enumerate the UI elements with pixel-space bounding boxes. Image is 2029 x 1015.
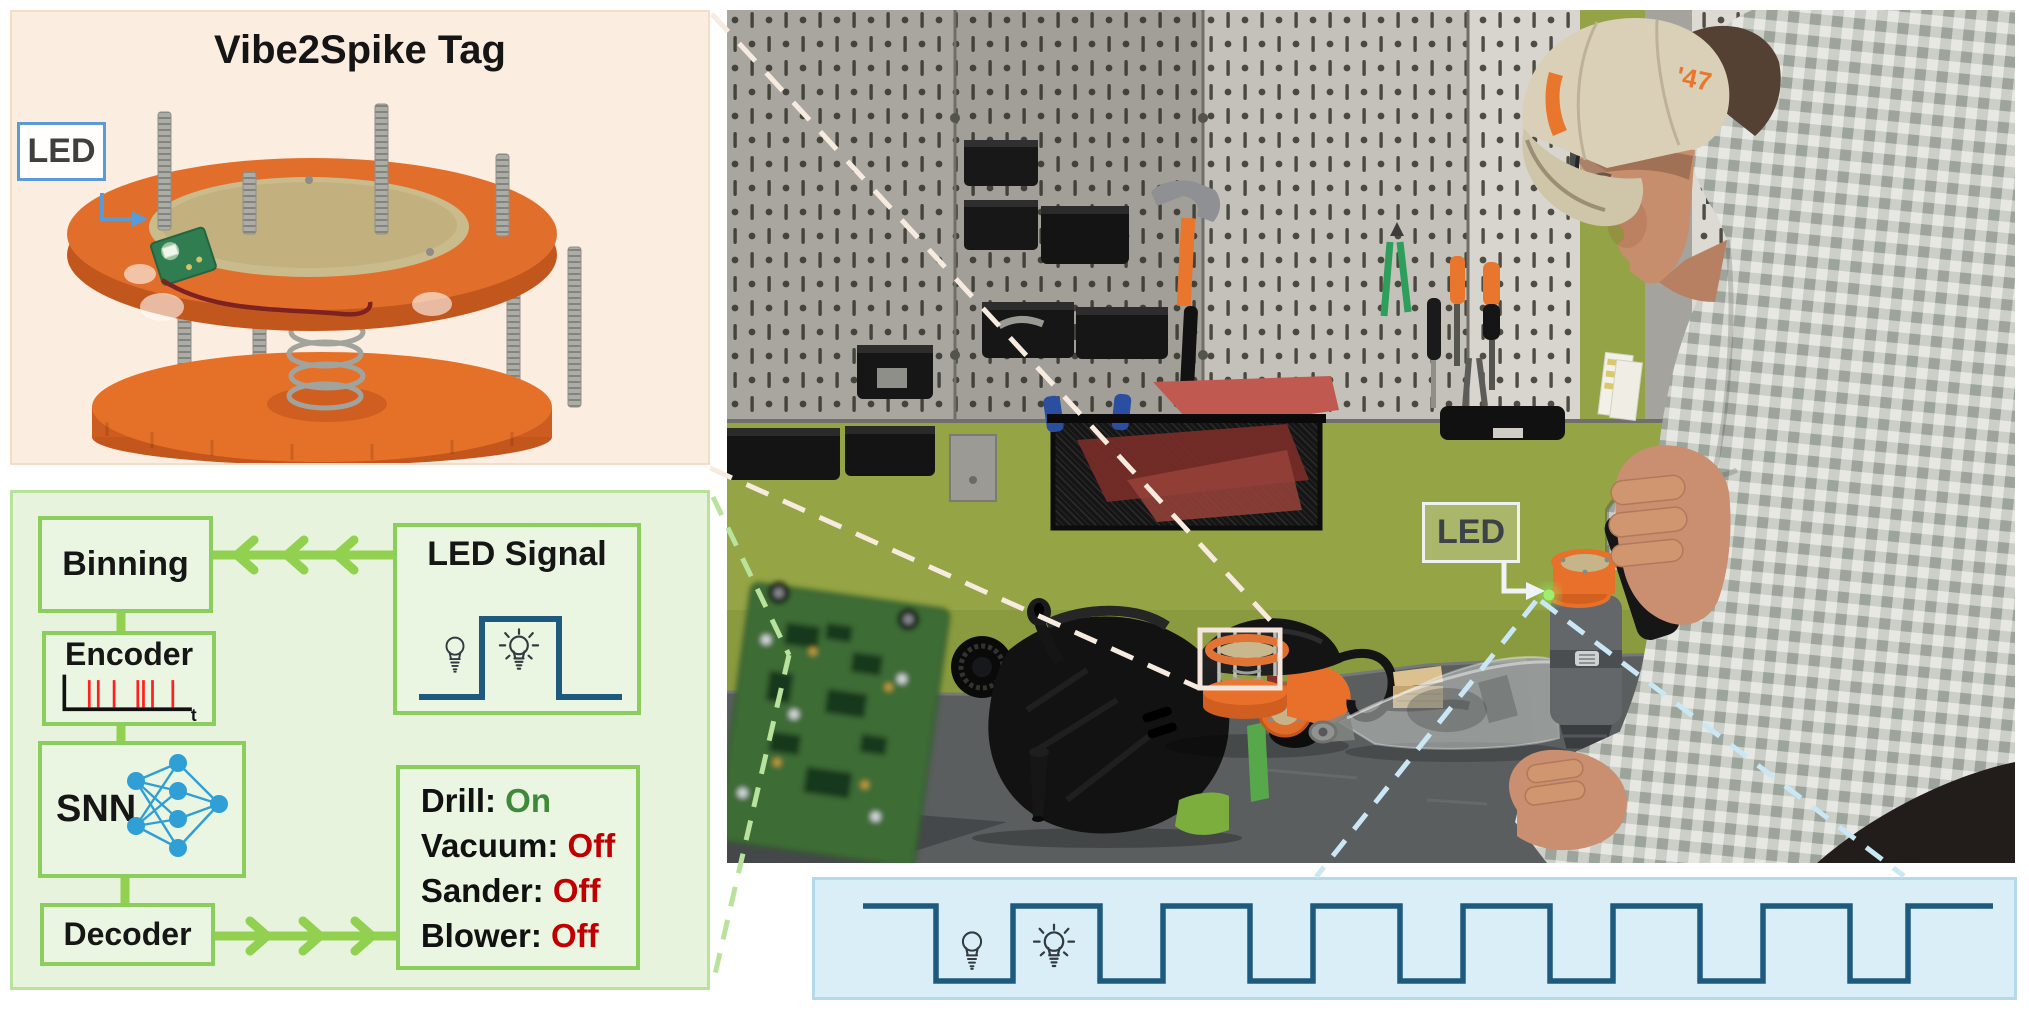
tag-glue-blobs [124,264,452,321]
time-axis-label: t [191,705,197,722]
led-label-text: LED [1437,513,1505,551]
led-square-wave [863,903,1993,984]
led-waveform-panel [812,877,2017,1000]
spike-train: t [62,674,197,722]
assorted-hand-tools [1380,222,1565,440]
cap-side-logo: '47 [1674,61,1715,98]
bulb-on-icon [1032,923,1076,968]
binning-box: Binning [38,516,213,613]
shirt-tags [1597,351,1644,422]
tag-led-pcb [150,226,217,286]
snn-label: SNN [56,788,137,830]
led-label-text: LED [27,132,96,170]
bulb-off-icon [445,636,465,673]
neural-network-icon [127,754,228,857]
cap-brim [1522,128,1644,227]
hand-on-drill [1608,445,1731,625]
circuit-board [727,582,950,863]
workshop-photo: '47 [727,10,2015,863]
output-line: Sander: Off [420,871,601,909]
output-line: Drill: On [420,781,551,819]
output-line: Vacuum: Off [420,826,616,864]
led-label-photo: LED [1422,502,1520,563]
neck [1659,240,1727,302]
tag-panel-title: Vibe2Spike Tag [214,28,506,72]
tag-device-illustration [67,103,582,463]
bulb-off-icon [961,931,983,970]
snn-box: SNN [38,741,246,878]
pipeline-connectors [116,535,401,956]
tag-threaded-rods-upper [157,103,510,237]
pipeline-panel: Binning Encoder t SNN [10,490,710,990]
led-signal-box: LED Signal [393,523,641,715]
tag-wire [160,278,373,317]
vibe2spike-tag-on-drill [1538,549,1619,608]
encoder-label: Encoder [64,636,194,672]
led-signal-label: LED Signal [427,535,607,573]
led-label-tag-panel: LED [17,122,106,181]
led-signal-waveform [419,616,622,700]
baseball-cap [1522,17,1730,169]
tag-photo-panel: Vibe2Spike Tag [10,10,710,465]
binning-label: Binning [62,545,189,583]
led-callout-arrow [100,193,148,227]
bulb-on-icon [498,628,540,670]
encoder-box: Encoder t [42,631,216,726]
decoder-box: Decoder [40,903,215,966]
cap-front-logo [1545,72,1567,136]
decoder-label: Decoder [63,916,192,952]
output-line: Blower: Off [420,916,599,954]
